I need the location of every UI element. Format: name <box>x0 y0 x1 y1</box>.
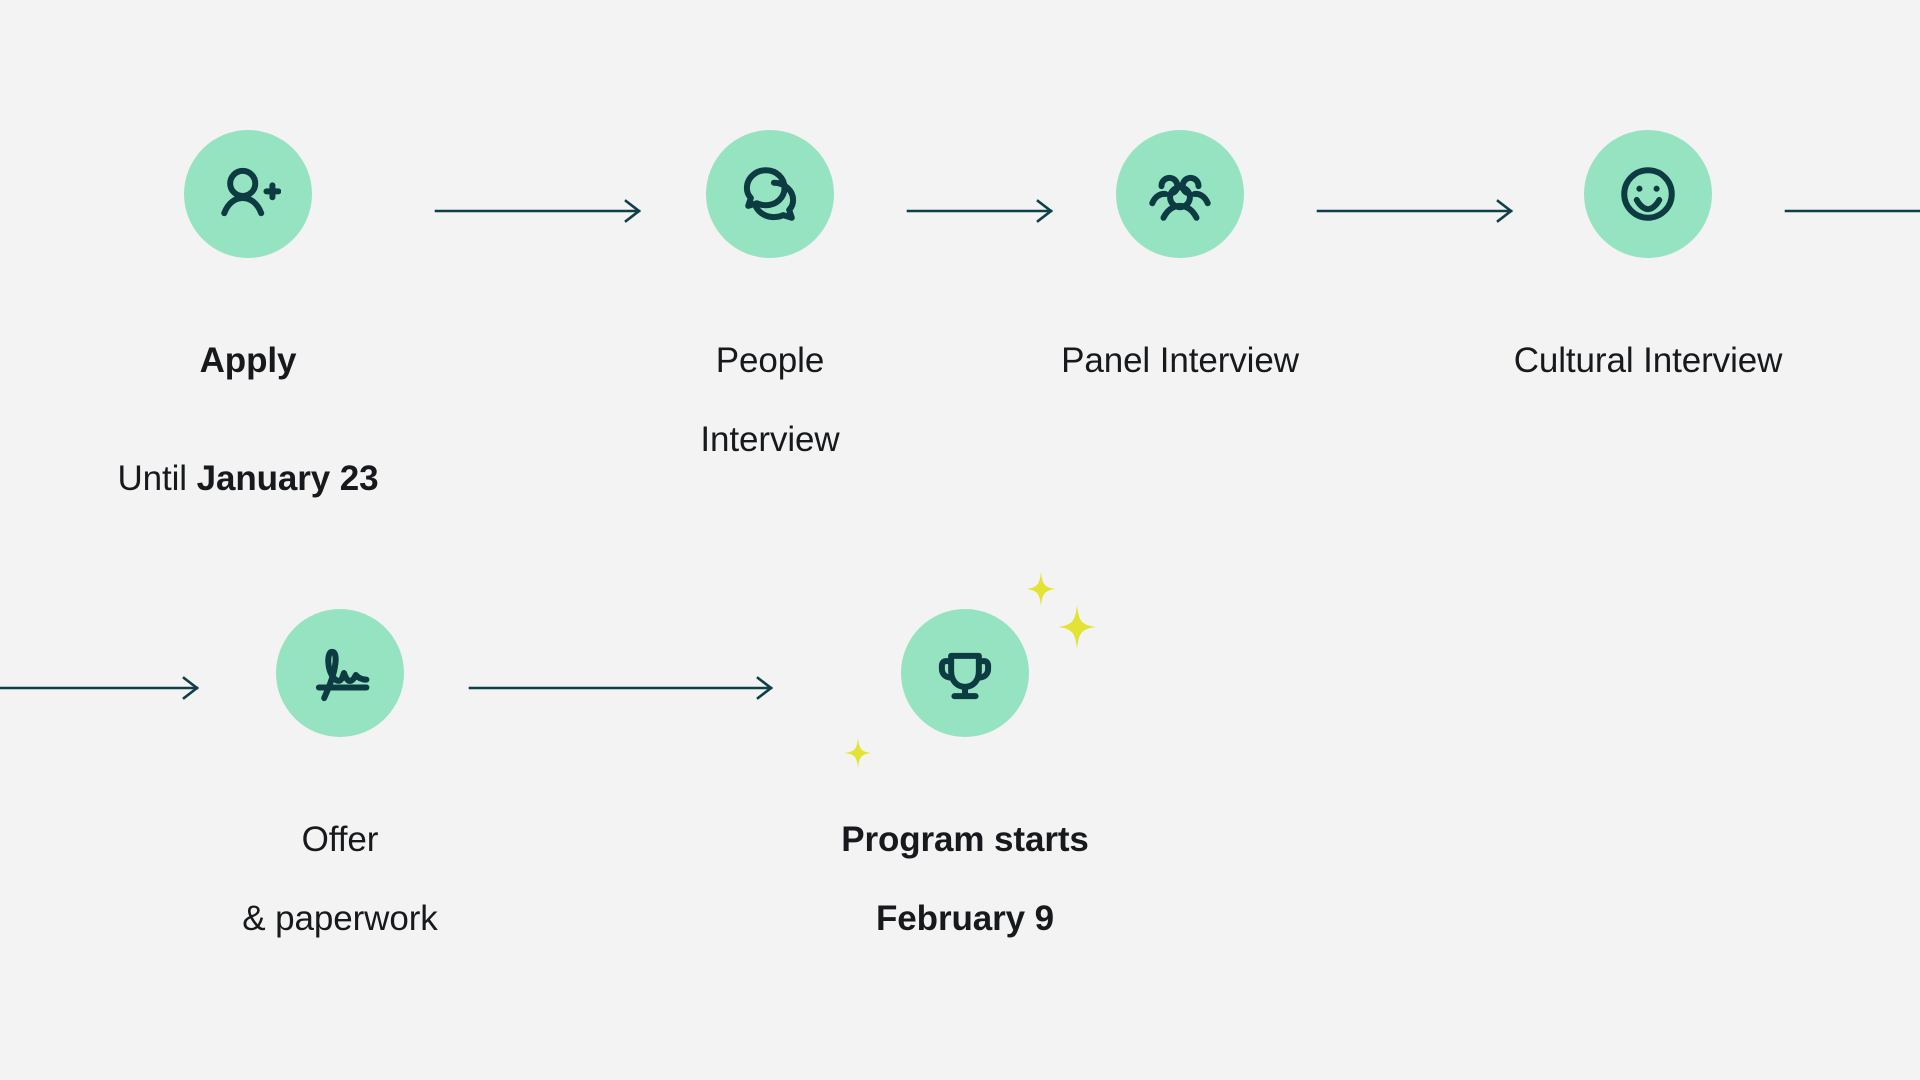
step-offer-label-line1: Offer <box>301 820 379 860</box>
step-cultural-interview-label: Cultural Interview <box>1514 302 1783 420</box>
connector-people-to-panel <box>906 196 1056 226</box>
trophy-icon <box>932 640 998 706</box>
step-cultural-interview: Cultural Interview <box>1478 130 1818 420</box>
connector-apply-to-people <box>434 196 644 226</box>
chat-bubbles-icon <box>737 161 803 227</box>
signature-icon <box>307 640 373 706</box>
step-program-start-label: Program starts February 9 <box>841 781 1089 977</box>
step-apply-label-until: Until <box>117 458 197 498</box>
step-people-interview-label: People Interview <box>700 302 839 498</box>
step-panel-interview-label: Panel Interview <box>1061 302 1299 420</box>
person-add-icon <box>215 161 281 227</box>
step-program-start-label-line2: February 9 <box>876 898 1054 938</box>
connector-offer-to-program <box>468 673 776 703</box>
step-program-start-badge <box>901 609 1029 737</box>
sparkle-bottom-left-icon <box>845 738 871 768</box>
step-panel-interview: Panel Interview <box>1010 130 1350 420</box>
people-group-icon <box>1147 161 1213 227</box>
step-apply-label: Apply Until January 23 <box>117 302 378 537</box>
connector-wrap-to-offer <box>0 673 202 703</box>
connector-panel-to-cultural <box>1316 196 1516 226</box>
step-offer: Offer & paperwork <box>170 609 510 977</box>
step-cultural-interview-badge <box>1584 130 1712 258</box>
sparkle-top-right-icon <box>1058 605 1096 649</box>
step-program-start-label-line1: Program starts <box>841 820 1089 860</box>
step-program-start: Program starts February 9 <box>795 609 1135 977</box>
connector-cultural-to-wrap <box>1784 196 1920 226</box>
step-panel-interview-label-line1: Panel Interview <box>1061 341 1299 381</box>
step-panel-interview-badge <box>1116 130 1244 258</box>
step-apply-label-line1: Apply <box>199 341 297 381</box>
step-apply-badge <box>184 130 312 258</box>
step-people-interview-label-line2: Interview <box>700 419 840 459</box>
step-people-interview-badge <box>706 130 834 258</box>
step-offer-label-line2: & paperwork <box>242 898 438 938</box>
step-people-interview: People Interview <box>600 130 940 498</box>
step-apply: Apply Until January 23 <box>78 130 418 537</box>
step-cultural-interview-label-line1: Cultural Interview <box>1513 341 1783 381</box>
step-apply-label-line2: Until January 23 <box>117 420 378 498</box>
step-apply-label-date: January 23 <box>196 458 379 498</box>
step-offer-label: Offer & paperwork <box>242 781 437 977</box>
step-people-interview-label-line1: People <box>715 341 825 381</box>
smiley-face-icon <box>1615 161 1681 227</box>
step-offer-badge <box>276 609 404 737</box>
sparkle-top-left-icon <box>1026 572 1056 606</box>
